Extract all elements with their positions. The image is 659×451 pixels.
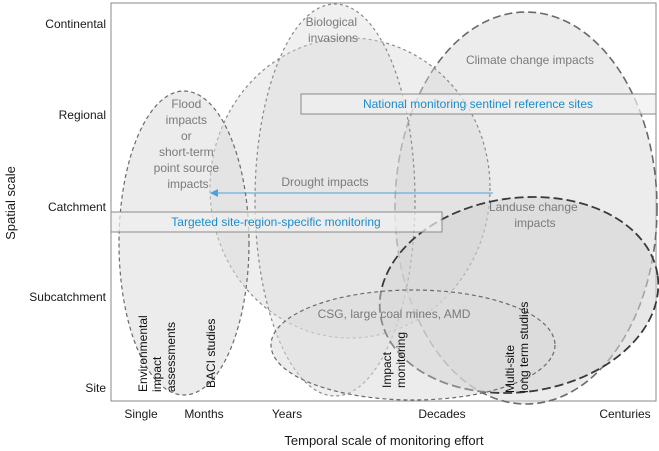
impact-monitoring: Impact monitoring	[380, 332, 408, 388]
national-monitoring-label: National monitoring sentinel reference s…	[363, 97, 593, 111]
csg-mines-label: CSG, large coal mines, AMD	[318, 307, 471, 321]
x-tick-centuries: Centuries	[599, 407, 650, 421]
landuse-line-2: impacts	[514, 216, 555, 230]
x-axis-title: Temporal scale of monitoring effort	[284, 433, 484, 448]
flood-line-2: impacts	[166, 113, 207, 127]
flood-line-6: impacts	[167, 177, 208, 191]
climate-change-label: Climate change impacts	[466, 53, 594, 67]
y-tick-regional: Regional	[59, 108, 106, 122]
national-monitoring-box	[300, 93, 657, 115]
flood-line-4: short-term	[159, 145, 214, 159]
biological-line-2: invasions	[308, 31, 358, 45]
impact-monitoring-line-1: Impact	[380, 351, 394, 388]
targeted-monitoring-label: Targeted site-region-specific monitoring	[171, 215, 380, 229]
x-tick-months: Months	[184, 407, 223, 421]
drought-impacts-label: Drought impacts	[281, 175, 368, 189]
y-tick-catchment: Catchment	[48, 200, 107, 214]
landuse-change-label: Landuse change impacts	[489, 200, 581, 230]
multi-site-line-1: Multi-site	[503, 345, 517, 393]
targeted-monitoring-box	[110, 211, 443, 233]
flood-impacts-region	[118, 90, 250, 396]
flood-impacts-label: Flood impacts or short-term point source…	[154, 97, 223, 191]
y-tick-site: Site	[85, 381, 106, 395]
environmental-impact-assessments: Environmental impact assessments	[136, 315, 178, 392]
biological-invasions-label: Biological invasions	[306, 15, 361, 45]
baci-line: BACI studies	[204, 319, 218, 388]
y-axis-title: Spatial scale	[3, 166, 18, 240]
y-tick-subcatchment: Subcatchment	[29, 290, 106, 304]
csg-mines-region	[270, 289, 556, 401]
multi-site-line-2: long term studies	[517, 302, 531, 393]
flood-line-5: point source	[154, 161, 220, 175]
assessments-line: assessments	[164, 322, 178, 392]
landuse-line-1: Landuse change	[489, 200, 578, 214]
y-tick-continental: Continental	[45, 17, 106, 31]
y-axis-title-group: Spatial scale	[3, 166, 18, 240]
impact-line: impact	[150, 356, 164, 392]
flood-line-1: Flood	[171, 97, 201, 111]
multi-site-studies: Multi-site long term studies	[503, 302, 531, 393]
x-tick-single: Single	[124, 407, 158, 421]
flood-line-3: or	[181, 129, 192, 143]
biological-line-1: Biological	[306, 15, 357, 29]
x-tick-decades: Decades	[418, 407, 465, 421]
x-tick-years: Years	[272, 407, 302, 421]
environmental-line: Environmental	[136, 315, 150, 392]
impact-monitoring-line-2: monitoring	[394, 332, 408, 388]
baci-studies: BACI studies	[204, 319, 218, 388]
